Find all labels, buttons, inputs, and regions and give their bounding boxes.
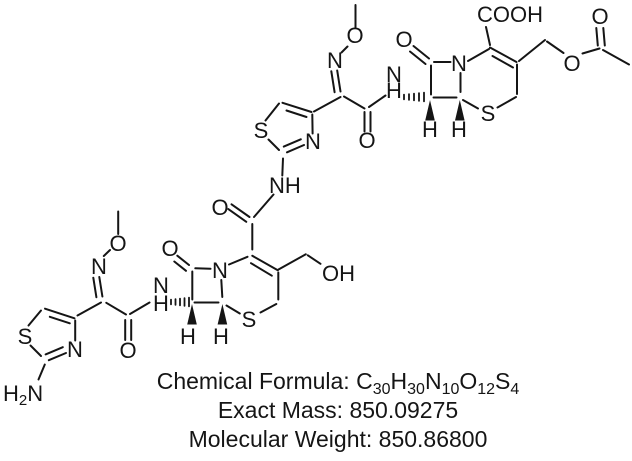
atom-label-lower-ring-n: N	[212, 258, 228, 283]
caption-exact-mass: Exact Mass: 850.09275	[218, 397, 458, 423]
atom-label-upper-oxime-n: N	[327, 48, 343, 73]
lower-c6-wedge	[217, 304, 228, 325]
formula-h: H	[391, 368, 408, 394]
atom-label-ester-o: O	[563, 51, 580, 76]
atom-label-upper-thiazole-n: N	[305, 129, 321, 154]
amino-subscript: 2	[19, 392, 27, 409]
atom-label-hydroxymethyl-oh: OH	[322, 261, 355, 286]
formula-c-count: 30	[373, 381, 391, 398]
atom-label-lower-oxime-n: N	[91, 254, 107, 279]
atom-label-lower-methoxy-o: O	[109, 231, 126, 256]
atom-label-lower-ring-s: S	[242, 307, 257, 332]
atom-label-lower-thiazole-n: N	[67, 337, 83, 362]
atom-label-lower-lactam-o: O	[161, 236, 178, 261]
atom-label-upper-thiazole-s: S	[254, 118, 269, 143]
amino-n: N	[27, 381, 43, 406]
bond-lines-group	[27, 4, 630, 381]
hash-wedges-group	[170, 91, 425, 308]
lower-thiazole-double-bonds	[44, 307, 76, 362]
formula-n: N	[425, 368, 442, 394]
upper-cephem-bonds	[430, 26, 630, 110]
upper-sidechain-bonds	[313, 4, 387, 113]
upper-hash-wedge	[403, 91, 425, 103]
caption-group: Chemical Formula: C30H30N10O12S4 Exact M…	[157, 368, 520, 452]
atom-label-cooh: COOH	[477, 2, 543, 27]
upper-c7-wedge	[425, 100, 435, 121]
atom-label-upper-sidechain-o: O	[358, 128, 375, 153]
atom-label-amino-h2n: H2N	[3, 381, 43, 409]
atom-label-upper-amide-n: N	[386, 62, 402, 87]
upper-thiazole-bonds	[264, 102, 314, 177]
atom-label-upper-lactam-o: O	[395, 27, 412, 52]
atom-label-upper-stereo-h6: H	[451, 117, 467, 142]
atom-label-upper-ring-s: S	[481, 101, 496, 126]
lower-sidechain-bonds	[76, 210, 151, 317]
atom-labels-group: COOH O O S N O N H H H O N O S N NH O N …	[3, 2, 609, 409]
upper-thiazole-double-bonds	[281, 101, 313, 154]
lower-cephem-double-bonds	[173, 254, 279, 277]
atom-label-upper-methoxy-o: O	[346, 23, 363, 48]
atom-label-upper-stereo-h7: H	[422, 117, 438, 142]
atom-label-lower-amide-n: N	[153, 273, 169, 298]
lower-sidechain-double-bonds	[92, 276, 133, 341]
formula-s-count: 4	[510, 381, 519, 398]
atom-label-upper-ring-n: N	[451, 51, 467, 76]
atom-label-upper-amide-h: H	[386, 78, 402, 103]
atom-label-lower-amide-h: H	[153, 291, 169, 316]
amino-h: H	[3, 381, 19, 406]
upper-cephem-double-bonds	[409, 27, 606, 69]
atom-label-lower-stereo-h7: H	[180, 324, 196, 349]
formula-o: O	[459, 368, 477, 394]
atom-label-link-nh: NH	[269, 173, 301, 198]
upper-sidechain-double-bonds	[330, 69, 372, 133]
upper-c6-wedge	[455, 100, 465, 121]
atom-label-lower-thiazole-s: S	[18, 324, 33, 349]
atom-label-link-carbonyl-o: O	[211, 195, 228, 220]
solid-wedges-group	[187, 100, 465, 325]
formula-n-count: 10	[442, 381, 460, 398]
formula-h-count: 30	[407, 381, 425, 398]
lower-c7-wedge	[187, 304, 197, 325]
formula-c: C	[356, 368, 373, 394]
link-amide-bonds	[251, 193, 275, 251]
link-amide-double-bonds	[227, 203, 251, 223]
lower-cephem-bonds	[191, 253, 322, 315]
caption-formula-prefix: Chemical Formula:	[157, 368, 356, 394]
lower-thiazole-bonds	[27, 309, 77, 381]
formula-o-count: 12	[477, 381, 495, 398]
caption-formula-line: Chemical Formula: C30H30N10O12S4	[157, 368, 520, 398]
atom-label-lower-stereo-h6: H	[213, 324, 229, 349]
caption-molecular-weight: Molecular Weight: 850.86800	[189, 426, 488, 452]
atom-label-acetate-carbonyl-o: O	[591, 4, 608, 29]
formula-s: S	[495, 368, 510, 394]
atom-label-lower-sidechain-o: O	[119, 338, 136, 363]
lower-hash-wedge	[170, 296, 190, 308]
